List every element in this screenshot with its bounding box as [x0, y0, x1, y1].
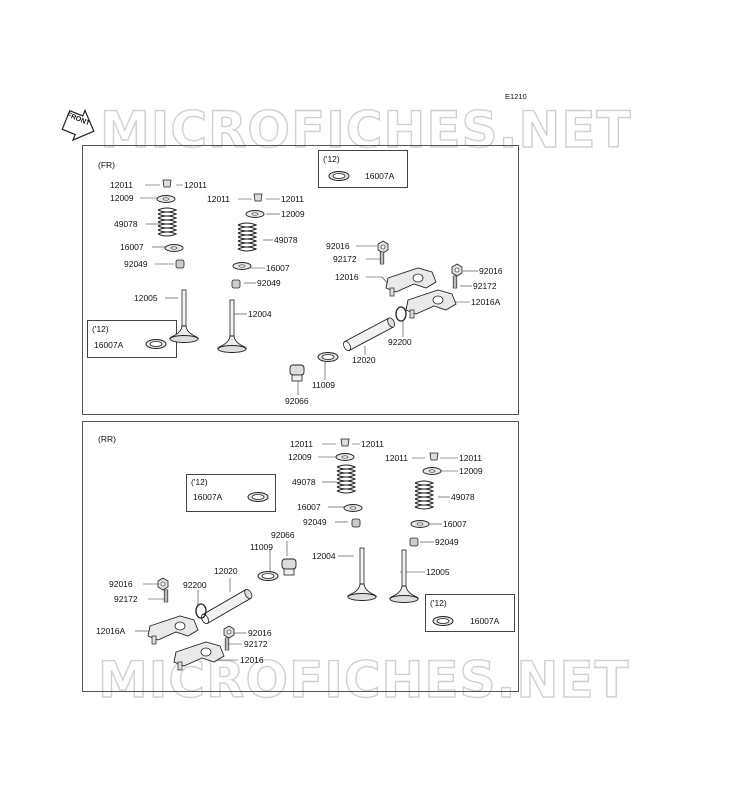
rr-section-label: (RR) [98, 434, 116, 444]
rr-part-12009-b: 12009 [459, 466, 483, 476]
watermark-top: MICROFICHES.NET [99, 100, 632, 159]
fr-part-12011-a: 12011 [110, 180, 134, 190]
fr-part-12011-d: 12011 [281, 194, 305, 204]
fr-section-label: (FR) [98, 160, 115, 170]
fr-part-12011-b: 12011 [184, 180, 208, 190]
rr-part-92016-b: 92016 [248, 628, 272, 638]
rr-part-92200: 92200 [183, 580, 207, 590]
rr-part-49078-a: 49078 [292, 477, 316, 487]
rr-part-12011-c: 12011 [385, 453, 409, 463]
fr-part-12009-b: 12009 [281, 209, 305, 219]
fr-section-frame [82, 145, 519, 415]
fr-part-12016A: 12016A [471, 297, 501, 307]
fr-part-11009: 11009 [312, 380, 336, 390]
rr-variant-mid-part: 16007A [193, 492, 223, 502]
rr-part-12011-b: 12011 [361, 439, 385, 449]
rr-part-11009: 11009 [250, 542, 274, 552]
fr-part-92049-b: 92049 [257, 278, 281, 288]
fr-part-12011-c: 12011 [207, 194, 231, 204]
fr-part-16007-a: 16007 [120, 242, 144, 252]
rr-part-16007-b: 16007 [443, 519, 467, 529]
fr-part-49078-a: 49078 [114, 219, 138, 229]
rr-part-12020: 12020 [214, 566, 238, 576]
rr-part-92049-b: 92049 [435, 537, 459, 547]
fr-part-12009-a: 12009 [110, 193, 134, 203]
rr-part-92049-a: 92049 [303, 517, 327, 527]
rr-part-16007-a: 16007 [297, 502, 321, 512]
rr-part-12009-a: 12009 [288, 452, 312, 462]
fr-part-16007-b: 16007 [266, 263, 290, 273]
rr-part-92172-a: 92172 [114, 594, 138, 604]
fr-variant-top-year: ('12) [323, 154, 340, 164]
rr-part-12011-a: 12011 [290, 439, 314, 449]
rr-part-92066: 92066 [271, 530, 295, 540]
fr-part-12020: 12020 [352, 355, 376, 365]
fr-part-92200: 92200 [388, 337, 412, 347]
rr-section-frame [82, 421, 519, 692]
fr-part-12004: 12004 [248, 309, 272, 319]
fr-variant-left-year: ('12) [92, 324, 109, 334]
rr-part-12005: 12005 [426, 567, 450, 577]
rr-part-12004: 12004 [312, 551, 336, 561]
fr-part-49078-b: 49078 [274, 235, 298, 245]
fr-part-12016: 12016 [335, 272, 359, 282]
rr-variant-mid-year: ('12) [191, 477, 208, 487]
rr-part-12016A: 12016A [96, 626, 126, 636]
fr-variant-top-part: 16007A [365, 171, 395, 181]
rr-part-92172-b: 92172 [244, 639, 268, 649]
fr-variant-left-part: 16007A [94, 340, 124, 350]
rr-variant-right-part: 16007A [470, 616, 500, 626]
fr-part-92016-b: 92016 [479, 266, 503, 276]
fr-part-92172-b: 92172 [473, 281, 497, 291]
fr-part-92049-a: 92049 [124, 259, 148, 269]
fr-variant-top-box [318, 150, 408, 188]
fr-part-92016-a: 92016 [326, 241, 350, 251]
fr-variant-left-box [87, 320, 177, 358]
rr-part-12016: 12016 [240, 655, 264, 665]
diagram-code: E1210 [505, 92, 527, 101]
fr-part-92172-a: 92172 [333, 254, 357, 264]
rr-part-49078-b: 49078 [451, 492, 475, 502]
rr-part-12011-d: 12011 [459, 453, 483, 463]
rr-part-92016-a: 92016 [109, 579, 133, 589]
fr-part-92066: 92066 [285, 396, 309, 406]
rr-variant-right-year: ('12) [430, 598, 447, 608]
fr-part-12005: 12005 [134, 293, 158, 303]
